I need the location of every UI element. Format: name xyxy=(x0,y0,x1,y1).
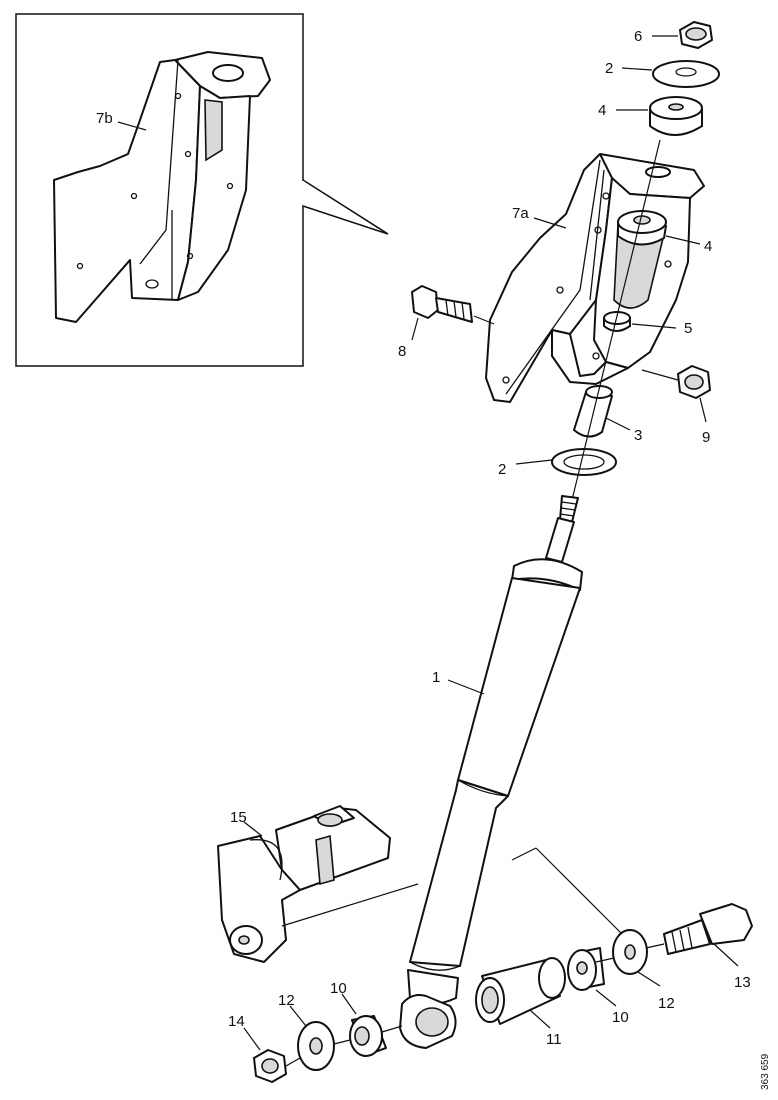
label-12-right: 12 xyxy=(658,995,675,1012)
label-4-mid: 4 xyxy=(704,238,712,255)
part-12-washer-left: 12 xyxy=(278,992,335,1071)
label-7b: 7b xyxy=(96,110,113,127)
part-7a-bracket: 7a xyxy=(485,153,705,403)
label-3: 3 xyxy=(634,427,642,444)
inset-detail-7b: 7b xyxy=(15,13,389,367)
drawing-reference-number: 363 659 xyxy=(760,1053,771,1090)
label-10-left: 10 xyxy=(330,980,347,997)
label-15: 15 xyxy=(230,809,247,826)
label-5: 5 xyxy=(684,320,692,337)
part-2-washer-mid: 2 xyxy=(498,448,617,478)
label-7a: 7a xyxy=(512,205,529,222)
label-12-left: 12 xyxy=(278,992,295,1009)
label-2-mid: 2 xyxy=(498,461,506,478)
part-4-bushing-mid: 4 xyxy=(613,210,712,309)
label-9: 9 xyxy=(702,429,710,446)
label-2-top: 2 xyxy=(605,60,613,77)
label-11: 11 xyxy=(546,1031,562,1048)
part-15-bracket: 15 xyxy=(217,805,391,963)
label-6: 6 xyxy=(634,28,642,45)
part-9-nut: 9 xyxy=(641,365,711,446)
part-13-bolt: 13 xyxy=(663,903,753,991)
part-10-bushing-right: 10 xyxy=(567,947,629,1026)
part-11-sleeve: 11 xyxy=(475,957,566,1048)
part-4-bushing-top: 4 xyxy=(598,96,703,136)
part-8-bolt: 8 xyxy=(398,285,495,360)
part-6-nut: 6 xyxy=(634,21,713,49)
part-14-nut: 14 xyxy=(228,1013,287,1083)
label-14: 14 xyxy=(228,1013,245,1030)
label-8: 8 xyxy=(398,343,406,360)
label-10-right: 10 xyxy=(612,1009,629,1026)
part-12-washer-right: 12 xyxy=(612,929,675,1012)
part-3-sleeve: 3 xyxy=(573,385,642,444)
label-4-top: 4 xyxy=(598,102,606,119)
part-10-bushing-left: 10 xyxy=(330,980,387,1057)
label-13: 13 xyxy=(734,974,751,991)
label-1: 1 xyxy=(432,669,440,686)
part-1-shock-absorber: 1 xyxy=(399,495,583,1049)
part-2-washer-top: 2 xyxy=(605,60,720,88)
